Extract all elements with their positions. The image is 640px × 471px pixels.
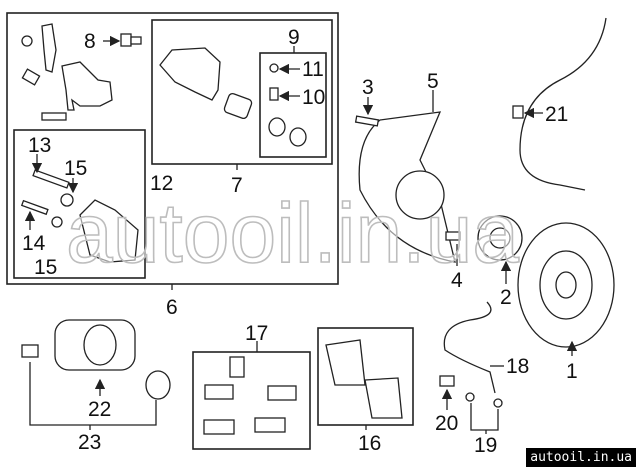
- repair-kit-box: [259, 52, 327, 158]
- callout-2: 2: [500, 286, 512, 309]
- callout-3: 3: [362, 76, 374, 99]
- callout-6: 6: [166, 296, 178, 319]
- callout-10: 10: [302, 86, 325, 109]
- abs-sensor-wire: [512, 17, 607, 191]
- callout-23: 23: [78, 431, 101, 454]
- callout-9: 9: [288, 26, 300, 49]
- site-badge: autooil.in.ua: [526, 448, 636, 467]
- callout-16: 16: [358, 432, 381, 455]
- leader-lines: [24, 35, 578, 434]
- parking-motor: [21, 319, 171, 400]
- callout-15b: 15: [34, 256, 57, 279]
- bleeder-parts: [268, 63, 307, 147]
- callout-5: 5: [427, 70, 439, 93]
- hardware-kit-box: [192, 351, 311, 450]
- callout-11: 11: [302, 58, 324, 81]
- callout-15a: 15: [64, 157, 87, 180]
- callout-4: 4: [451, 269, 463, 292]
- callout-14: 14: [22, 232, 46, 255]
- callout-13: 13: [28, 134, 51, 157]
- hub-bearing: [445, 215, 523, 261]
- callout-8: 8: [84, 30, 96, 53]
- callout-20: 20: [435, 412, 458, 435]
- bolt-8: [120, 33, 142, 47]
- watermark-text: autooil.in.ua: [66, 186, 519, 280]
- brake-rotor: [517, 222, 615, 348]
- bracket-box: [13, 129, 146, 279]
- brake-hose: [439, 301, 503, 408]
- brake-pads: [325, 339, 403, 419]
- caliper: [159, 47, 253, 120]
- callout-19: 19: [474, 434, 497, 457]
- hardware-clips: [203, 356, 297, 435]
- caliper-bracket: [20, 169, 139, 263]
- callout-21: 21: [545, 103, 568, 126]
- callout-1: 1: [566, 360, 578, 383]
- parking-brake-lever: [21, 23, 113, 121]
- callout-18: 18: [506, 355, 529, 378]
- callout-7: 7: [231, 174, 243, 197]
- callout-12: 12: [150, 172, 173, 195]
- caliper-box: [151, 19, 333, 165]
- dust-shield: [354, 111, 456, 263]
- callout-17: 17: [245, 322, 268, 345]
- callout-22: 22: [88, 398, 111, 421]
